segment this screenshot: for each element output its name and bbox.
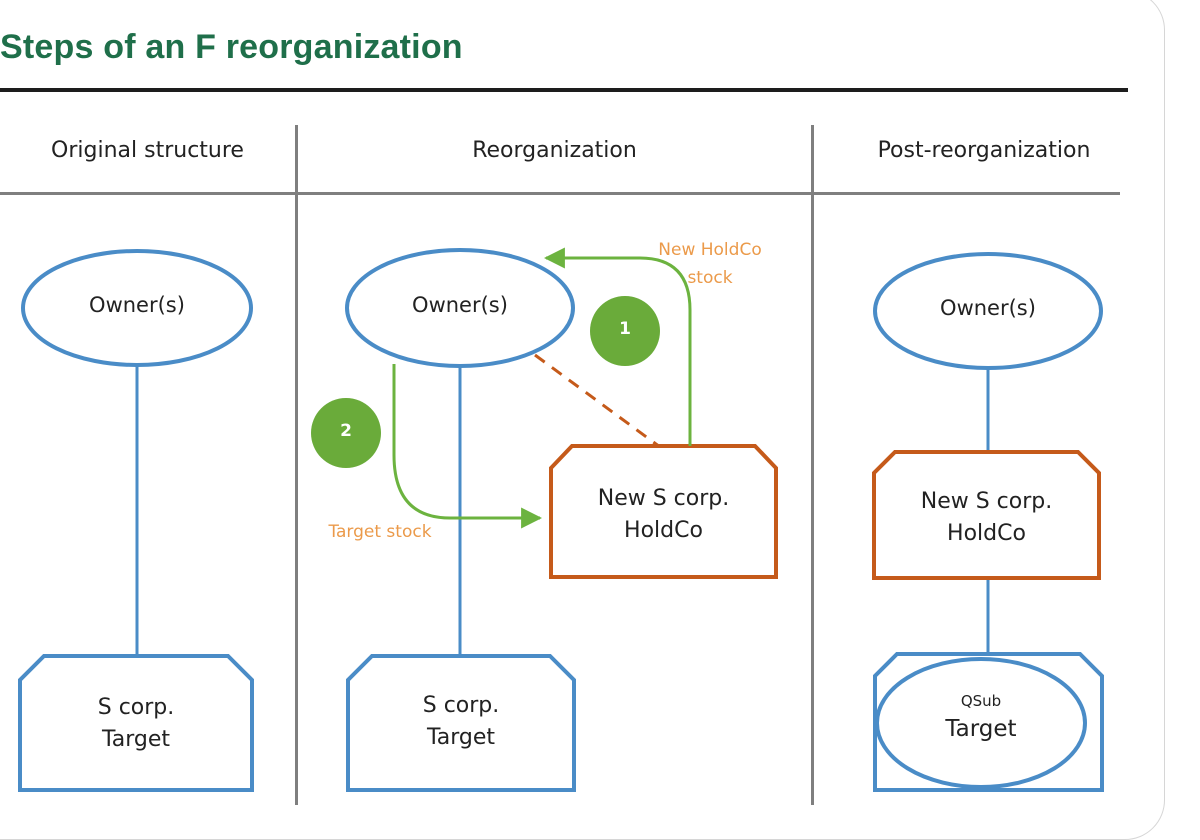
column-divider-2 xyxy=(811,125,814,805)
owner-label: Owner(s) xyxy=(940,296,1036,320)
owner-node-post xyxy=(873,252,1103,370)
step-1-badge xyxy=(590,296,660,366)
column-header-reorganization: Reorganization xyxy=(472,138,637,163)
s-corp-label: S corp. Target xyxy=(422,693,500,750)
owner-node-original xyxy=(21,249,253,367)
holdco-label: New S corp. HoldCo xyxy=(920,489,1053,546)
step-1-number: 1 xyxy=(619,319,631,339)
title-rule xyxy=(0,88,1128,92)
owner-label: Owner(s) xyxy=(412,293,508,317)
page-title: Steps of an F reorganization xyxy=(0,28,463,66)
diagram-canvas xyxy=(18,247,1104,792)
holdco-node-reorg xyxy=(549,444,778,579)
step-2-badge xyxy=(311,398,381,468)
arrow-holdco-stock xyxy=(543,247,692,446)
holdco-node-post xyxy=(872,450,1101,580)
new-holdco-stock-label: New HoldCo stock xyxy=(658,240,762,288)
owner-node-reorg xyxy=(345,248,575,368)
qsub-ellipse-post xyxy=(875,657,1087,789)
s-corp-node-original xyxy=(18,654,254,792)
header-rule xyxy=(0,192,1120,195)
owner-label: Owner(s) xyxy=(89,293,185,317)
column-header-original: Original structure xyxy=(51,138,244,163)
target-stock-label: Target stock xyxy=(328,522,432,542)
qsub-small-label: QSub xyxy=(960,692,1002,710)
qsub-target-label: Target xyxy=(945,716,1017,742)
step-2-number: 2 xyxy=(340,421,352,441)
dashed-ownership-line xyxy=(534,353,661,449)
column-divider-1 xyxy=(295,125,298,805)
arrow-target-stock xyxy=(392,364,543,529)
s-corp-label: S corp. Target xyxy=(97,695,175,752)
s-corp-node-reorg xyxy=(346,654,576,792)
holdco-label: New S corp. HoldCo xyxy=(597,486,730,543)
column-header-post: Post-reorganization xyxy=(877,138,1091,163)
